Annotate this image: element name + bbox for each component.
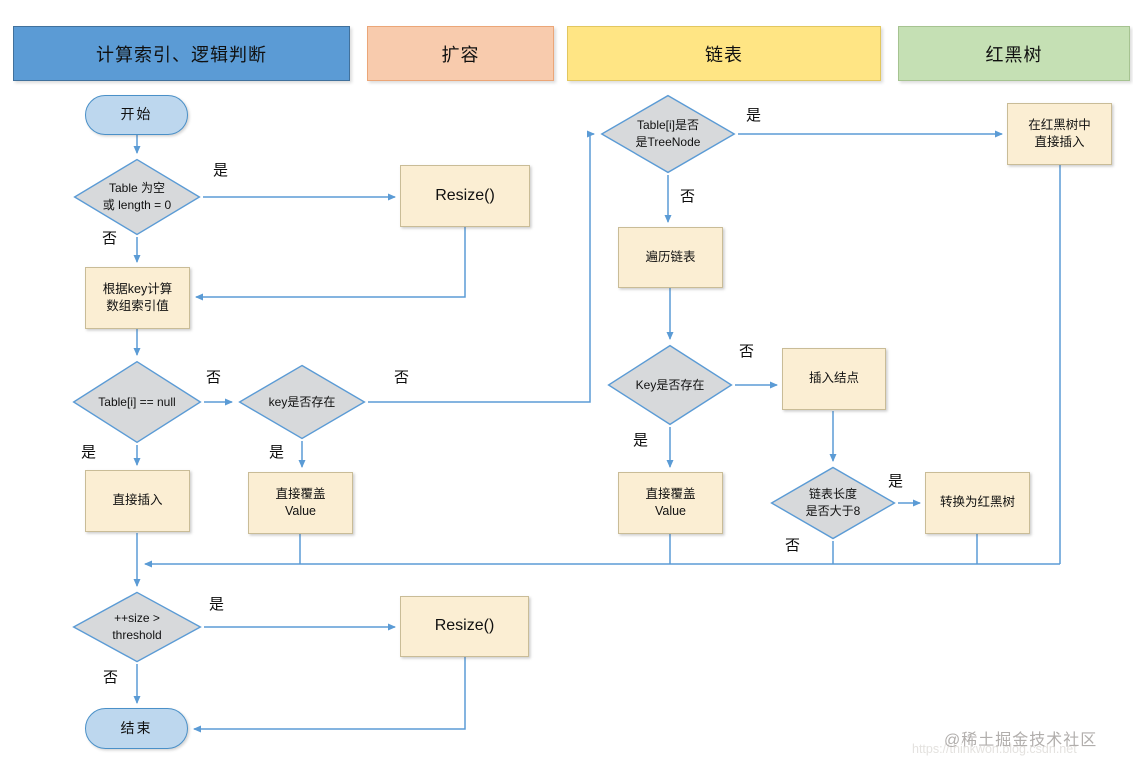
decision-key-exists-label: key是否存在	[268, 394, 336, 409]
diamond-shape	[606, 344, 734, 426]
edge-label-table-null-yes: 是	[81, 444, 97, 461]
lane-header-resize: 扩容	[367, 26, 554, 81]
process-traverse-list-label: 遍历链表	[645, 249, 696, 264]
lane-header-index-logic: 计算索引、逻辑判断	[13, 26, 350, 81]
edge-label-key-exists-yes: 是	[269, 444, 285, 461]
process-convert-rbt: 转换为红黑树	[925, 472, 1030, 534]
process-resize-bottom: Resize()	[400, 596, 529, 657]
edge-label-treenode-yes: 是	[746, 107, 762, 124]
lane-header-label: 链表	[705, 44, 743, 65]
edge-label-list-length-no: 否	[785, 537, 801, 554]
edge-label-treenode-no: 否	[680, 188, 696, 205]
edge-label-table-empty-no: 否	[102, 230, 118, 247]
edge-label-key-exists-no: 否	[394, 369, 410, 386]
edge-label-list-length-yes: 是	[888, 473, 904, 490]
diamond-shape	[237, 364, 367, 440]
edge-label-table-empty-yes: 是	[213, 162, 229, 179]
process-cover-value-left: 直接覆盖 Value	[248, 472, 353, 534]
decision-size-threshold-label: ++size > threshold	[112, 611, 162, 642]
diamond-shape	[71, 360, 203, 444]
process-calc-index-label: 根据key计算 数组索引值	[102, 281, 173, 314]
lane-header-label: 红黑树	[985, 44, 1043, 65]
process-rbt-insert: 在红黑树中 直接插入	[1007, 103, 1112, 165]
process-insert-direct: 直接插入	[85, 470, 190, 532]
process-resize-top: Resize()	[400, 165, 530, 227]
diamond-shape	[72, 158, 202, 236]
process-insert-node-label: 插入结点	[808, 371, 859, 386]
process-convert-rbt-label: 转换为红黑树	[939, 495, 1015, 510]
decision-table-empty: Table 为空 或 length = 0	[72, 158, 202, 236]
decision-table-empty-label: Table 为空 或 length = 0	[102, 181, 172, 212]
watermark-community: @稀土掘金技术社区	[944, 732, 1098, 749]
terminal-start: 开始	[85, 95, 188, 135]
diamond-shape	[71, 591, 203, 663]
process-traverse-list: 遍历链表	[618, 227, 723, 288]
decision-key-exists-list-label: Key是否存在	[635, 377, 705, 392]
diamond-shape	[599, 94, 737, 174]
watermark-url: https://thinkwon.blog.csdn.net	[912, 742, 1077, 756]
lane-header-label: 扩容	[441, 44, 480, 65]
lane-header-red-black-tree: 红黑树	[898, 26, 1130, 81]
decision-size-threshold: ++size > threshold	[71, 591, 203, 663]
process-insert-node: 插入结点	[782, 348, 886, 410]
decision-list-length-label: 链表长度 是否大于8	[805, 487, 861, 518]
process-calc-index: 根据key计算 数组索引值	[85, 267, 190, 329]
process-insert-direct-label: 直接插入	[112, 493, 163, 508]
edge-label-size-no: 否	[103, 669, 119, 686]
decision-list-length: 链表长度 是否大于8	[769, 466, 897, 540]
process-cover-value-mid: 直接覆盖 Value	[618, 472, 723, 534]
process-resize-top-label: Resize()	[435, 186, 495, 204]
connector-resize-to-calc	[195, 227, 466, 301]
edge-label-key-exists-list-no: 否	[739, 343, 755, 360]
process-resize-bottom-label: Resize()	[434, 617, 495, 635]
process-rbt-insert-label: 在红黑树中 直接插入	[1028, 117, 1091, 150]
edge-label-table-null-no: 否	[206, 369, 222, 386]
decision-is-treenode: Table[i]是否 是TreeNode	[599, 94, 737, 174]
edge-label-size-yes: 是	[209, 596, 225, 613]
diamond-shape	[769, 466, 897, 540]
decision-key-exists: key是否存在	[237, 364, 367, 440]
decision-table-null-label: Table[i] == null	[98, 394, 176, 409]
decision-table-null: Table[i] == null	[71, 360, 203, 444]
edge-label-key-exists-list-yes: 是	[633, 432, 649, 449]
terminal-start-label: 开始	[120, 106, 153, 123]
process-cover-value-left-label: 直接覆盖 Value	[275, 486, 326, 519]
decision-is-treenode-label: Table[i]是否 是TreeNode	[635, 118, 701, 149]
lane-header-linked-list: 链表	[567, 26, 881, 81]
lane-header-label: 计算索引、逻辑判断	[96, 44, 267, 65]
connector-resize-to-end	[193, 657, 466, 733]
terminal-end: 结束	[85, 708, 188, 749]
process-cover-value-mid-label: 直接覆盖 Value	[645, 486, 696, 519]
terminal-end-label: 结束	[120, 719, 153, 736]
decision-key-exists-list: Key是否存在	[606, 344, 734, 426]
